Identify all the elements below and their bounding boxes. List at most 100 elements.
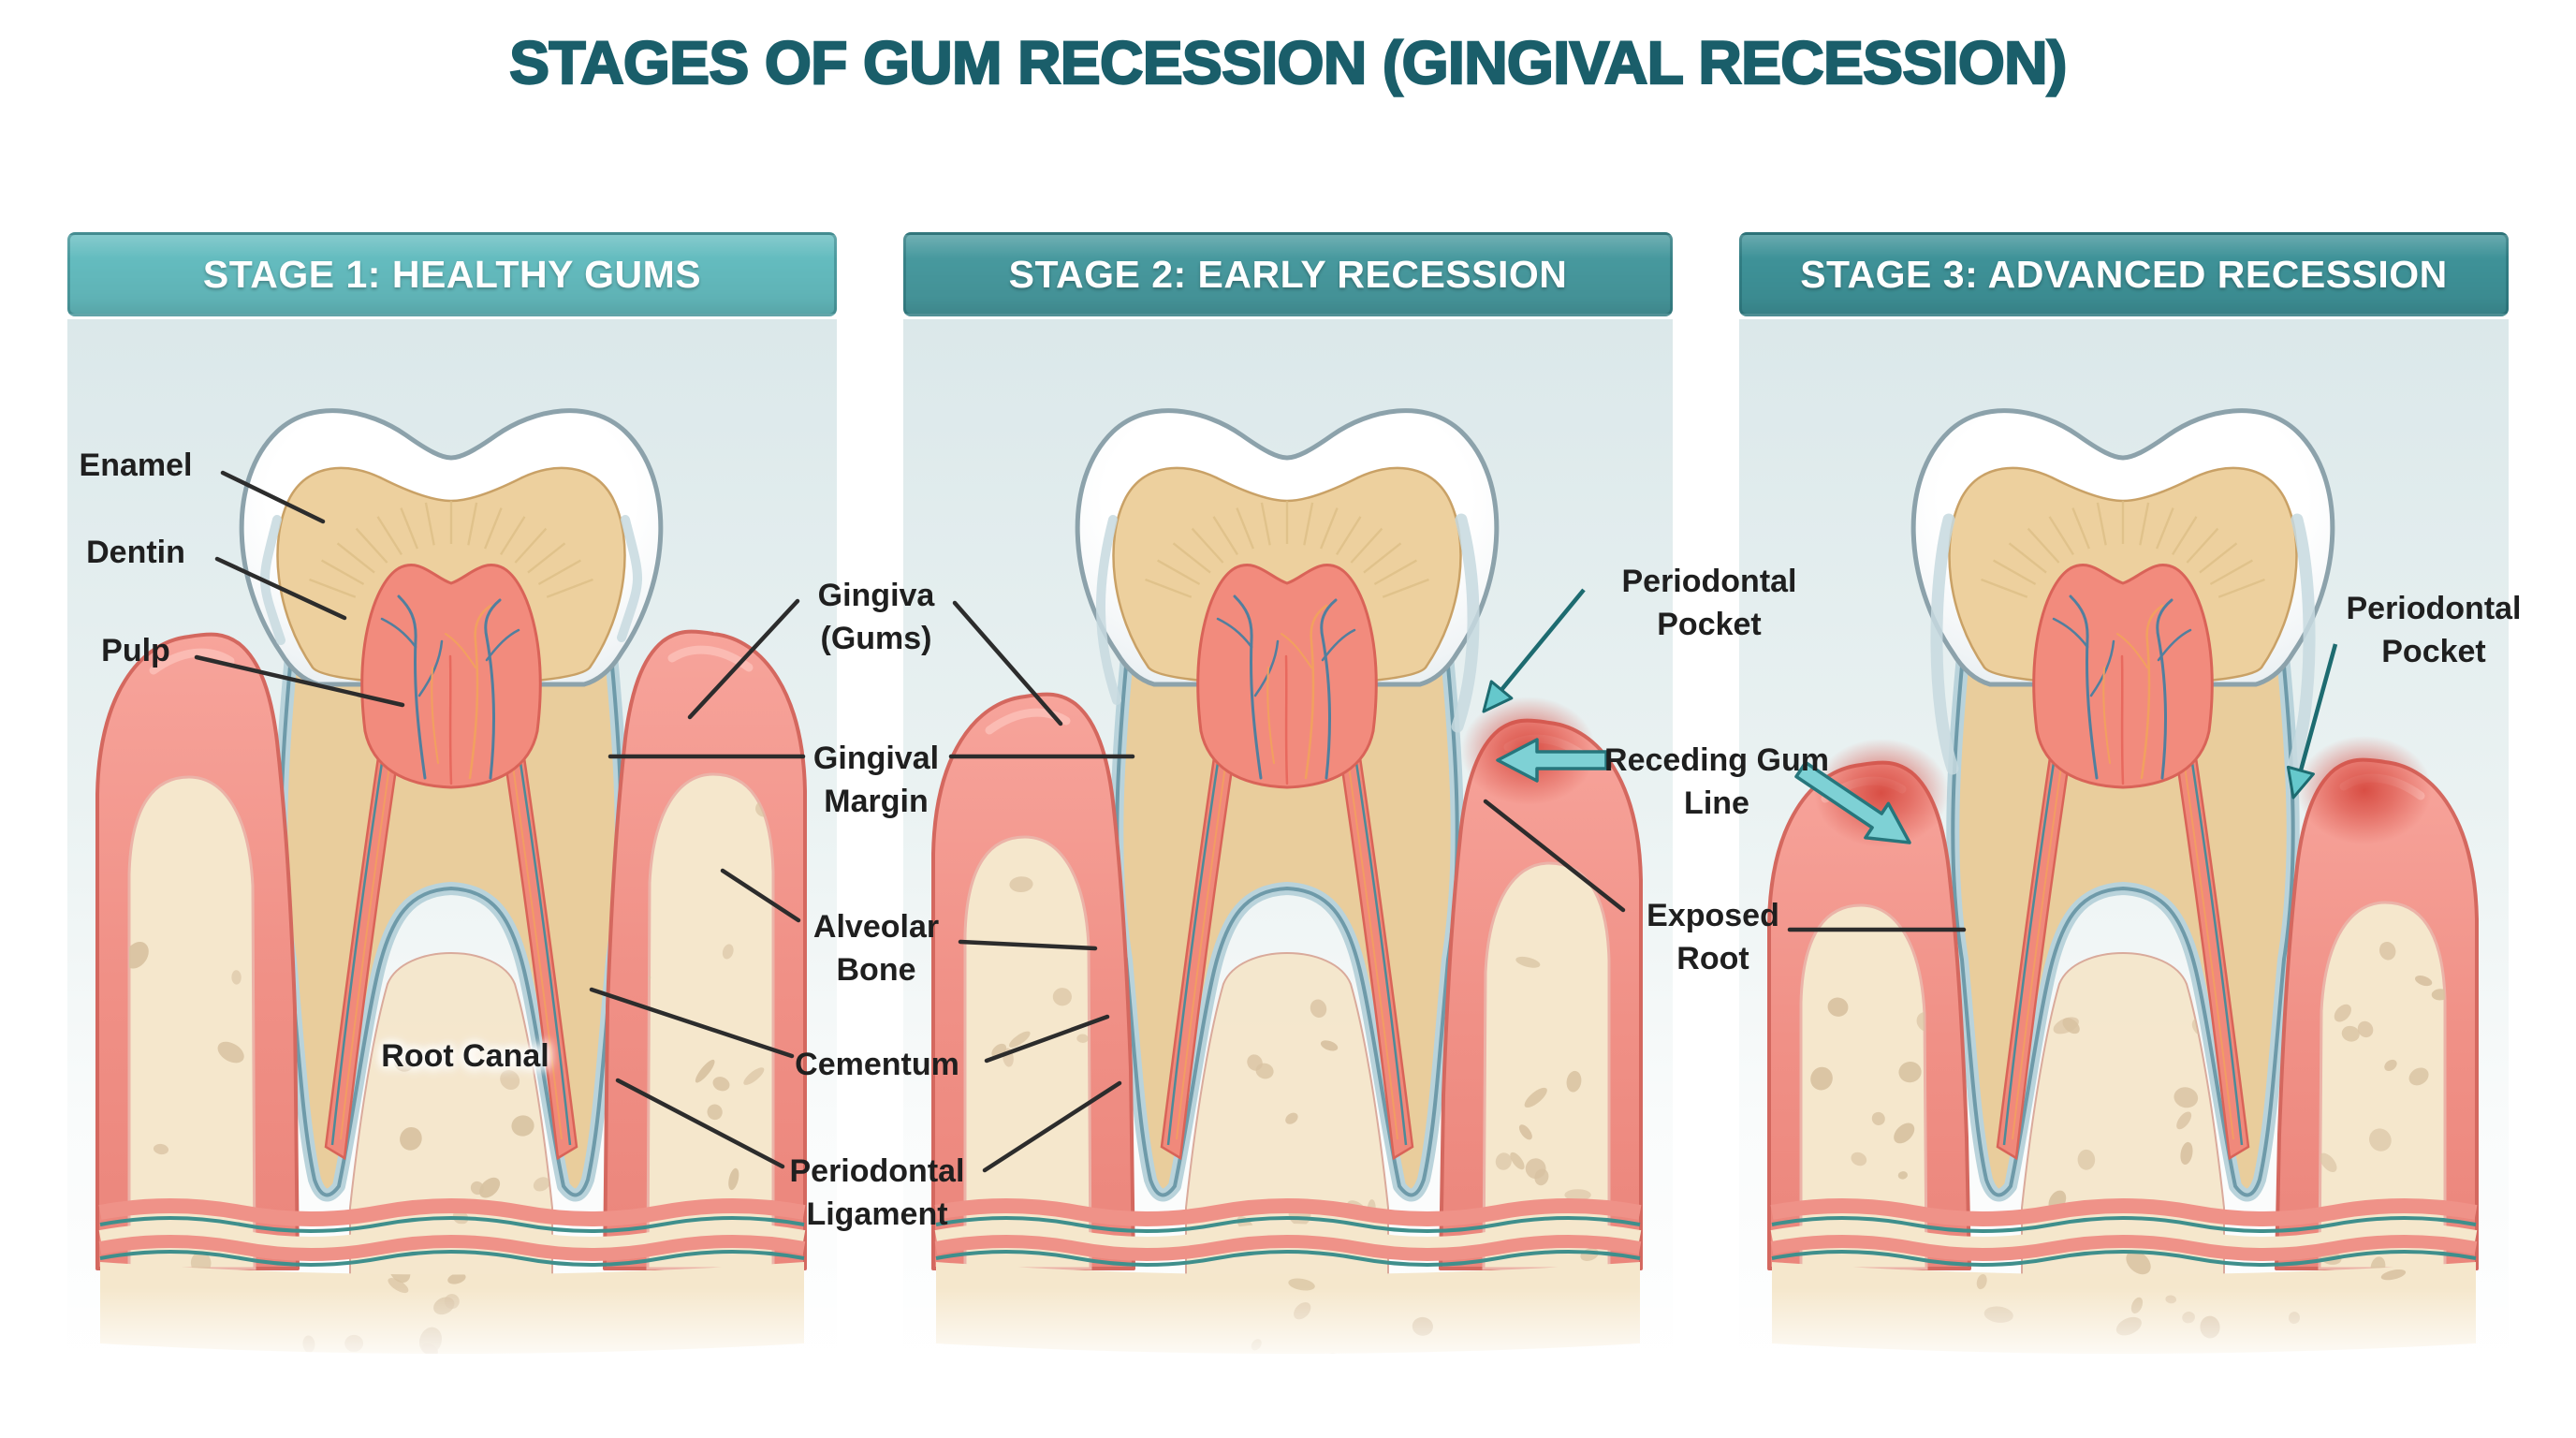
label-gingiva: Gingiva (Gums) [817,578,935,656]
dentin-hatch [2171,516,2198,556]
bone-texture [1810,997,1926,1180]
dentin-hatch [321,559,365,586]
jaw-band [1771,1250,2477,1267]
pulp-vessel [1320,598,1338,780]
inter-root-bone [349,952,553,1316]
pulp-vessel [1321,628,1356,662]
periodontal-ligament-line [1115,644,1459,1197]
canal-vessel [2012,725,2068,1140]
dentin-hatch [309,578,357,598]
pulp-vessel [2116,633,2148,668]
alveolar-bone [2318,901,2447,1270]
dentin-hatch [1993,559,2037,586]
label-periodontal-pocket-stage3: Periodontal Pocket [2346,591,2522,669]
dentin-hatch [1981,578,2028,598]
pulp-vessel [448,654,453,785]
canal-nerve [513,725,572,1146]
jaw-band [934,1198,1642,1226]
dentin-hatch [2071,507,2091,550]
dentin-hatch [537,559,581,586]
bottom-fade [1739,1287,2509,1392]
alveolar-bone [127,775,256,1270]
canal-vessel [506,725,563,1140]
pulp-vessel [1216,617,1253,649]
pulp-vessel [2157,628,2192,662]
alveolar-bone [646,772,775,1270]
dentin-hatch [2027,527,2060,564]
label-periodontal-pocket-stage2: Periodontal Pocket [1621,564,1797,642]
canal-nerve [1349,725,1408,1146]
jaw-band [1770,1198,2478,1226]
dentin-layer [1112,466,1462,686]
jaw-band [1770,1235,2478,1261]
periodontal-ligament-line [1951,644,2295,1197]
dentin-hatch [483,507,503,550]
pulp-vessel [1253,639,1280,697]
bone-texture [2029,1017,2224,1308]
root-canal-right [1326,669,1414,1161]
annotation-overlay [194,470,2338,1173]
pocket-gap-right [617,515,643,642]
pulp-vessel [1304,604,1328,780]
receding-gum-arrow-stage2 [1496,738,1608,783]
pulp-vessel [445,633,476,668]
stage-3-header: STAGE 3: ADVANCED RECESSION [1739,232,2509,316]
label-gingival-margin: Gingival Margin [812,741,940,819]
jaw-band [935,1216,1641,1233]
dentin-hatch [1319,507,1339,550]
jaw-band [99,1250,805,1267]
jaw-band [98,1198,806,1226]
inter-root-bone [1185,952,1389,1316]
canal-nerve [2002,725,2061,1146]
pulp-vessel [2052,617,2089,649]
leader-line-alveolar-bone-right [958,939,1098,951]
dentin-hatch [1172,542,1211,574]
bone-texture [1495,956,1599,1261]
gum-highlight [149,648,235,675]
pulp-vessel [2069,594,2099,780]
pulp-vessel [485,628,520,662]
canal-vessel [2178,725,2234,1140]
pocket-gap-right [1451,513,1480,733]
dentin-hatch [2048,516,2075,556]
pulp-vessel [1281,633,1312,668]
dentin-hatch [1260,502,1271,546]
jaw-band [98,1224,806,1250]
pulp-vessel [2120,654,2125,785]
canal-vessel [1176,725,1232,1140]
leader-line-gingiva-left [687,598,800,720]
leader-line-alveolar-bone-left [720,868,801,923]
pulp-vessel [484,598,502,780]
label-root-canal: Root Canal [381,1038,549,1074]
label-alveolar-bone: Alveolar Bone [812,909,940,988]
root-canal-left [1996,669,2084,1161]
canal-nerve [1166,725,1225,1146]
inflamed-gum-tip [1814,739,1949,847]
label-dentin: Dentin [86,535,185,570]
pulp-vessel [1284,654,1289,785]
label-receding-gum-line: Receding Gum Line [1604,742,1829,821]
dentin-hatch [376,516,403,556]
dentin-layer [276,466,626,686]
dentin-hatch [1157,559,1201,586]
dentin-hatch [1382,578,1429,598]
leader-line-dentin [214,556,347,621]
inflamed-gum-tip [2297,736,2432,844]
dentin-hatch [1145,578,1193,598]
label-pulp: Pulp [101,633,170,668]
dentin-hatch [336,542,375,574]
pocket-gap-left [1930,513,1959,775]
canal-vessel [1342,725,1398,1140]
stage-1-header: STAGE 1: HEALTHY GUMS [67,232,837,316]
dentin-hatch [499,516,526,556]
jaw-band [934,1235,1642,1261]
dentin-layer [1948,466,2298,686]
stage-3-illustration [1739,319,2509,1392]
dentin-hatch [2209,559,2253,586]
canal-nerve [330,725,389,1146]
pocket-gap-right [2287,513,2316,772]
pulp-vessel [468,604,492,780]
dentin-hatch [467,502,478,546]
receding-gum-arrow-stage3 [1794,760,1911,844]
